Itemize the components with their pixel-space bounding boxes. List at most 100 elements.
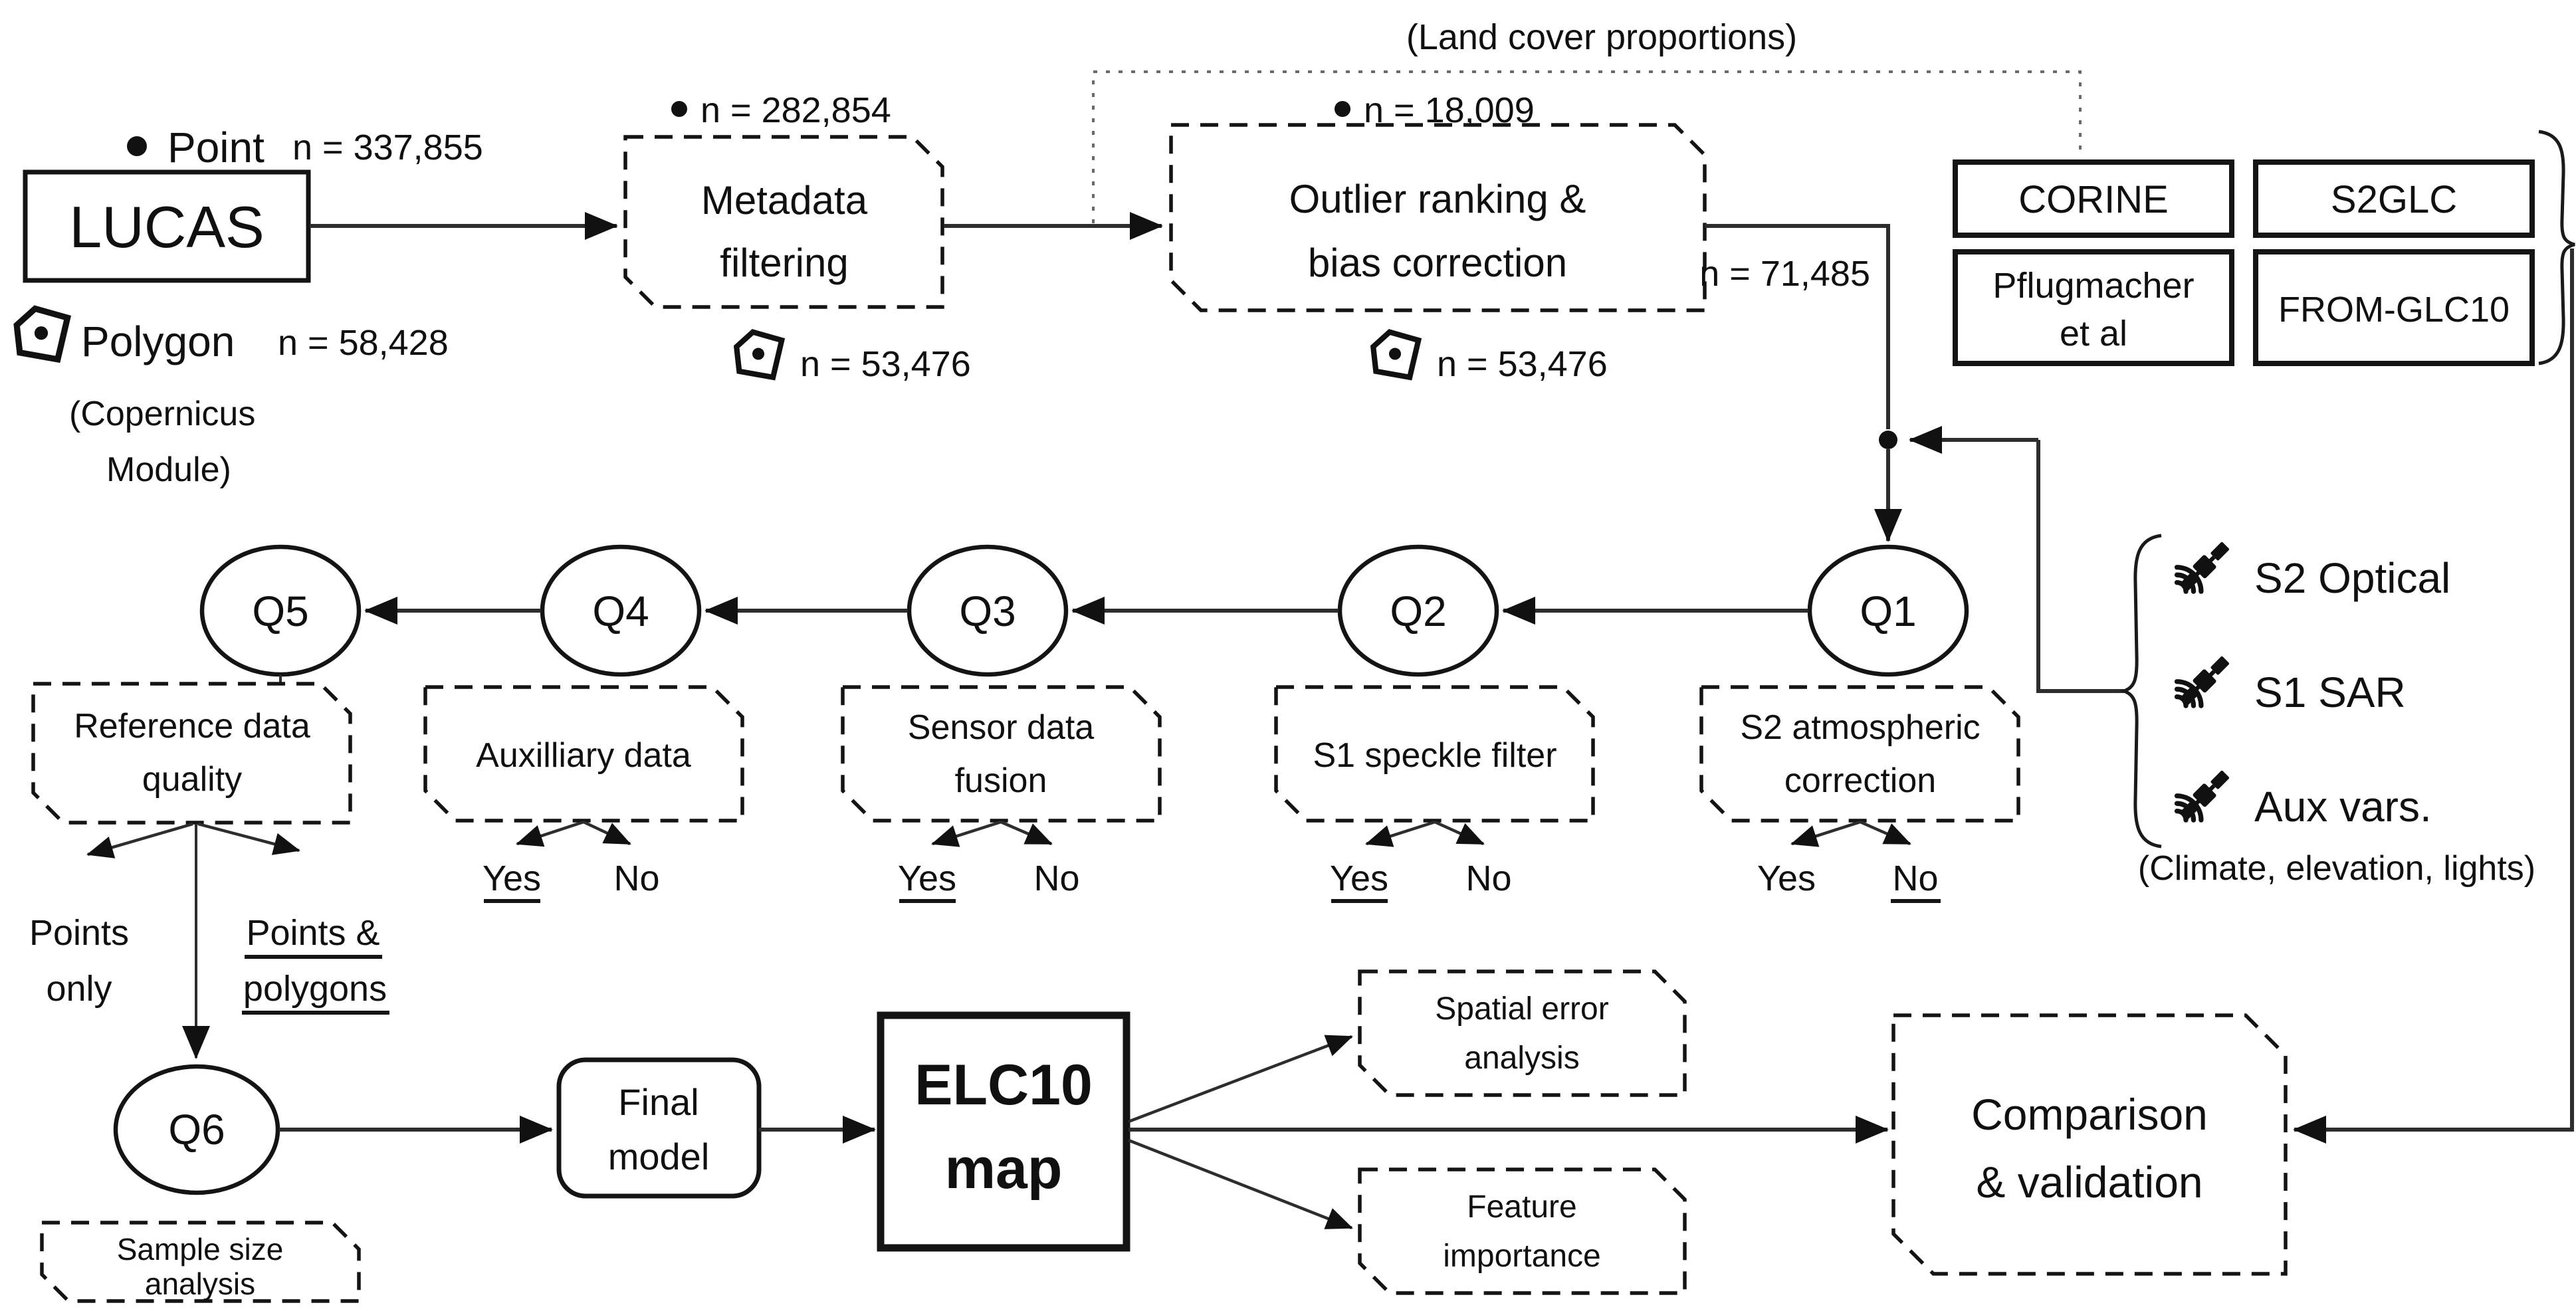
metadata-label-line2: filtering <box>720 241 848 285</box>
metadata-point-bullet-icon <box>671 101 687 117</box>
aux-yes-label: Yes <box>483 858 541 898</box>
atmospheric-box <box>1699 685 2020 823</box>
outlier-label-line1: Outlier ranking & <box>1289 177 1586 221</box>
from-glc10-label: FROM-GLC10 <box>2278 290 2510 330</box>
arrow-speckle-yes <box>1365 820 1436 847</box>
feature-importance-node: Feature importance <box>1358 1167 1687 1295</box>
comparison-line2: & validation <box>1976 1158 2202 1207</box>
comparison-box <box>1891 1013 2288 1276</box>
lucas-node: LUCAS <box>23 169 311 283</box>
arrow-ref-points-only <box>86 822 193 858</box>
outlier-point-bullet-icon <box>1335 101 1350 117</box>
points-only-line1: Points <box>29 913 129 953</box>
s1-satellite-icon <box>2177 653 2232 708</box>
metadata-polygon-icon <box>736 332 782 377</box>
decision-fusion: Sensor data fusion Yes No <box>841 685 1162 903</box>
arrow-speckle-no <box>1434 820 1485 846</box>
copernicus-note-line1: (Copernicus <box>69 395 255 433</box>
point-legend-label: Point <box>167 124 265 171</box>
q6-node: Q6 <box>113 1064 280 1195</box>
outlier-polygon-count: n = 53,476 <box>1437 344 1608 384</box>
outlier-ranking-node: n = 18,009 Outlier ranking & bias correc… <box>1169 90 1707 384</box>
q2-ellipse <box>1337 544 1499 677</box>
arrow-aux-yes <box>516 820 584 847</box>
pflugmacher-label-line1: Pflugmacher <box>1992 266 2194 306</box>
pflugmacher-label-line2: et al <box>2060 314 2127 353</box>
elc10-map-node: ELC10 map <box>877 1011 1130 1252</box>
reference-quality-box <box>31 682 352 825</box>
corine-label: CORINE <box>2018 178 2169 221</box>
sample-size-line1: Sample size <box>117 1232 284 1266</box>
q5-label: Q5 <box>252 587 308 635</box>
q3-label: Q3 <box>959 587 1016 635</box>
lucas-label: LUCAS <box>69 194 264 260</box>
arrow-elc10-to-spatial <box>1128 1035 1353 1124</box>
decision-reference-quality: Reference data quality Points only Point… <box>29 675 389 1015</box>
reference-maps-brace <box>2538 130 2575 365</box>
speckle-label: S1 speckle filter <box>1313 736 1556 775</box>
aux-satellite-icon <box>2177 767 2232 823</box>
point-legend-count: n = 337,855 <box>292 128 483 167</box>
q1-label: Q1 <box>1860 587 1916 635</box>
line-outlier-to-junction <box>1705 224 1890 429</box>
q4-label: Q4 <box>592 587 649 635</box>
reference-maps-group: CORINE S2GLC Pflugmacher et al FROM-GLC1… <box>1953 130 2575 366</box>
elc10-line1: ELC10 <box>914 1053 1093 1117</box>
metadata-point-count: n = 282,854 <box>700 90 891 130</box>
pflugmacher-box <box>1953 249 2234 366</box>
q2-label: Q2 <box>1390 587 1446 635</box>
lucas-legend: Point n = 337,855 Polygon n = 58,428 (Co… <box>17 124 483 489</box>
sample-size-line2: analysis <box>145 1266 255 1301</box>
s2-satellite-icon <box>2177 539 2232 594</box>
feature-importance-line2: importance <box>1443 1239 1600 1274</box>
spatial-error-line1: Spatial error <box>1435 991 1608 1027</box>
aux-vars-label: Aux vars. <box>2254 783 2432 831</box>
satellite-inputs-group: S2 Optical S1 SAR Aux vars. (Climate, el… <box>2119 534 2535 888</box>
line-maps-to-comparison <box>2293 249 2574 1144</box>
line-satellites-feed <box>2036 440 2124 693</box>
outlier-polygon-icon <box>1373 332 1418 377</box>
q5-ellipse <box>199 544 362 677</box>
spatial-error-line2: analysis <box>1464 1041 1579 1076</box>
point-bullet-icon <box>127 136 147 156</box>
copernicus-note-line2: Module) <box>106 451 231 489</box>
auxiliary-box <box>423 685 744 823</box>
satellite-inputs-brace <box>2119 534 2162 849</box>
spatial-error-node: Spatial error analysis <box>1358 969 1687 1097</box>
aux-vars-note: (Climate, elevation, lights) <box>2138 849 2535 888</box>
arrow-aux-no <box>583 820 631 846</box>
q6-label: Q6 <box>168 1106 225 1154</box>
final-model-line1: Final <box>618 1081 698 1123</box>
final-model-line2: model <box>608 1136 710 1177</box>
sample-size-node: Sample size analysis <box>40 1221 361 1303</box>
lucas-box <box>23 169 311 283</box>
polygon-legend-count: n = 58,428 <box>278 323 449 363</box>
auxiliary-label: Auxilliary data <box>476 736 691 775</box>
feature-importance-box <box>1358 1167 1687 1295</box>
atmospheric-no-label: No <box>1892 858 1938 898</box>
land-cover-proportions-line <box>1092 70 2082 223</box>
decision-speckle: S1 speckle filter Yes No <box>1274 685 1595 903</box>
outlier-label-line2: bias correction <box>1308 241 1567 285</box>
speckle-yes-label: Yes <box>1330 858 1388 898</box>
fusion-yes-label: Yes <box>898 858 956 898</box>
elc10-line2: map <box>945 1137 1063 1201</box>
land-cover-proportions-label: (Land cover proportions) <box>1406 17 1797 57</box>
decision-auxiliary: Auxilliary data Yes No <box>423 685 744 903</box>
decision-atmospheric: S2 atmospheric correction Yes No <box>1699 685 2020 903</box>
spatial-error-box <box>1358 969 1687 1097</box>
atmospheric-line2: correction <box>1784 761 1936 800</box>
s1-sar-label: S1 SAR <box>2254 668 2406 716</box>
comparison-validation-node: Comparison & validation <box>1891 1013 2288 1276</box>
arrow-fusion-no <box>1000 820 1053 846</box>
metadata-polygon-count: n = 53,476 <box>800 344 971 384</box>
arrow-atmospheric-yes <box>1790 820 1861 847</box>
metadata-filtering-node: n = 282,854 Metadata filtering n = 53,47… <box>623 90 971 384</box>
from-glc10-box <box>2253 249 2535 366</box>
points-only-line2: only <box>46 969 112 1009</box>
speckle-no-label: No <box>1465 858 1511 898</box>
reference-quality-line2: quality <box>142 760 242 799</box>
arrow-fusion-yes <box>931 820 1002 847</box>
metadata-label-line1: Metadata <box>701 178 868 223</box>
